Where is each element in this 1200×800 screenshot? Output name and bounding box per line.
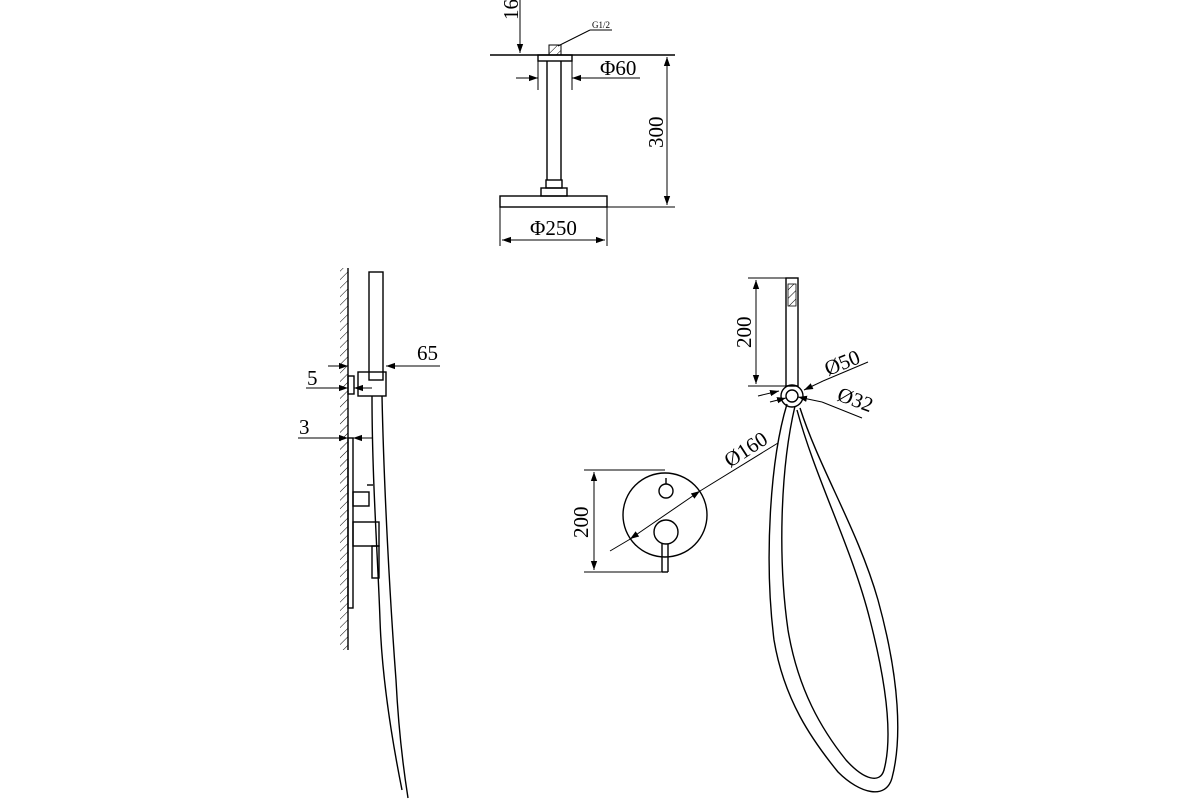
thread-leader xyxy=(557,29,591,47)
holder-dim-arrow-right xyxy=(803,380,824,391)
mixer-dia-lead-in xyxy=(609,537,633,552)
hand-shower xyxy=(785,277,799,387)
mixer-dia-leader xyxy=(699,442,779,492)
outlet-dim-leader xyxy=(821,401,863,419)
lever-side xyxy=(371,545,380,579)
thread-connector xyxy=(548,44,562,56)
holder-label: Ø50 xyxy=(821,345,864,381)
holder-plate xyxy=(347,375,355,395)
head-swivel xyxy=(540,187,568,197)
diverter-knob xyxy=(658,483,674,499)
gap-label: 3 xyxy=(299,415,310,439)
depth-label: 65 xyxy=(417,341,438,365)
mixer-dia-dim-line xyxy=(629,490,701,540)
holder-dim-leader xyxy=(822,361,869,382)
plate-label: 5 xyxy=(307,366,318,390)
hose-side-a xyxy=(371,395,403,791)
arm-flange xyxy=(537,54,573,62)
hose-side-b xyxy=(381,395,409,799)
mixer-plate xyxy=(622,472,708,558)
offset-label: 16 xyxy=(499,0,523,20)
arm-diameter-label: Φ60 xyxy=(600,56,636,80)
wall-holder xyxy=(780,384,804,408)
wall-outlet xyxy=(785,389,799,403)
hand-shower-view: 200 Ø50 Ø32 xyxy=(732,277,899,793)
holder-bracket xyxy=(357,371,387,397)
mixer-height-label: 200 xyxy=(569,507,593,539)
spray-face xyxy=(787,283,797,307)
head-diameter-label: Φ250 xyxy=(530,216,577,240)
thread-label: G1/2 xyxy=(592,20,610,30)
outlet-dim-arrow-right xyxy=(797,395,823,403)
mixer-diameter-label: Ø160 xyxy=(720,427,772,473)
outlet-dim-arrow-left xyxy=(769,397,787,404)
mixer-front-view: 200 Ø160 xyxy=(569,427,779,573)
wall-hatch xyxy=(340,268,348,650)
hand-length-label: 200 xyxy=(732,317,756,349)
lever-base xyxy=(653,519,679,545)
side-view: 65 5 3 xyxy=(298,268,440,799)
hose-loop-outer xyxy=(768,403,899,793)
head-connector xyxy=(545,179,563,189)
hand-shower-body xyxy=(368,271,384,381)
lever-housing-side xyxy=(352,521,380,547)
outlet-label: Ø32 xyxy=(834,382,876,417)
diverter-knob-side xyxy=(352,491,370,507)
holder-dim-arrow-left xyxy=(757,390,780,397)
drop-height-label: 300 xyxy=(644,117,668,149)
overhead-shower-view: G1/2 16 Φ60 300 Φ250 xyxy=(490,0,675,246)
shower-head xyxy=(499,195,608,208)
hose-loop-inner xyxy=(781,405,889,779)
mixer-plate-side xyxy=(347,437,354,609)
